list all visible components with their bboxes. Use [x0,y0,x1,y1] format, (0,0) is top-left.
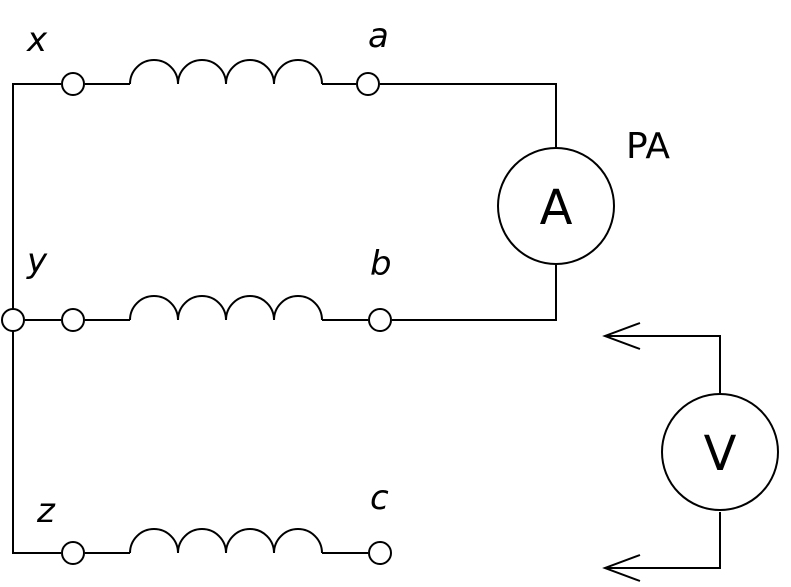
voltmeter-upper-lead [605,335,721,393]
terminal-b [368,308,392,332]
voltmeter-symbol: V [704,426,737,482]
a-to-ammeter-wire [380,83,557,147]
voltmeter-lower-lead [605,512,721,569]
terminal-z [61,541,85,565]
b-to-ammeter-wire [392,265,557,321]
terminal-y [61,308,85,332]
label-x: x [26,20,48,60]
label-c: c [370,478,389,518]
junction-node [1,308,25,332]
label-b: b [370,244,392,284]
terminal-a [356,72,380,96]
ammeter-symbol: A [540,180,573,236]
winding-xa [85,59,356,85]
winding-yb [85,295,368,321]
voltmeter [661,393,779,511]
voltmeter-lower-arrow [602,554,641,582]
terminal-c [368,541,392,565]
label-z: z [36,491,56,531]
label-y: y [26,241,48,281]
label-a: a [368,16,389,56]
terminal-x [61,72,85,96]
ammeter [497,147,615,265]
voltmeter-upper-arrow [602,322,641,350]
winding-zc [85,528,368,554]
ammeter-designation: PA [626,126,670,167]
